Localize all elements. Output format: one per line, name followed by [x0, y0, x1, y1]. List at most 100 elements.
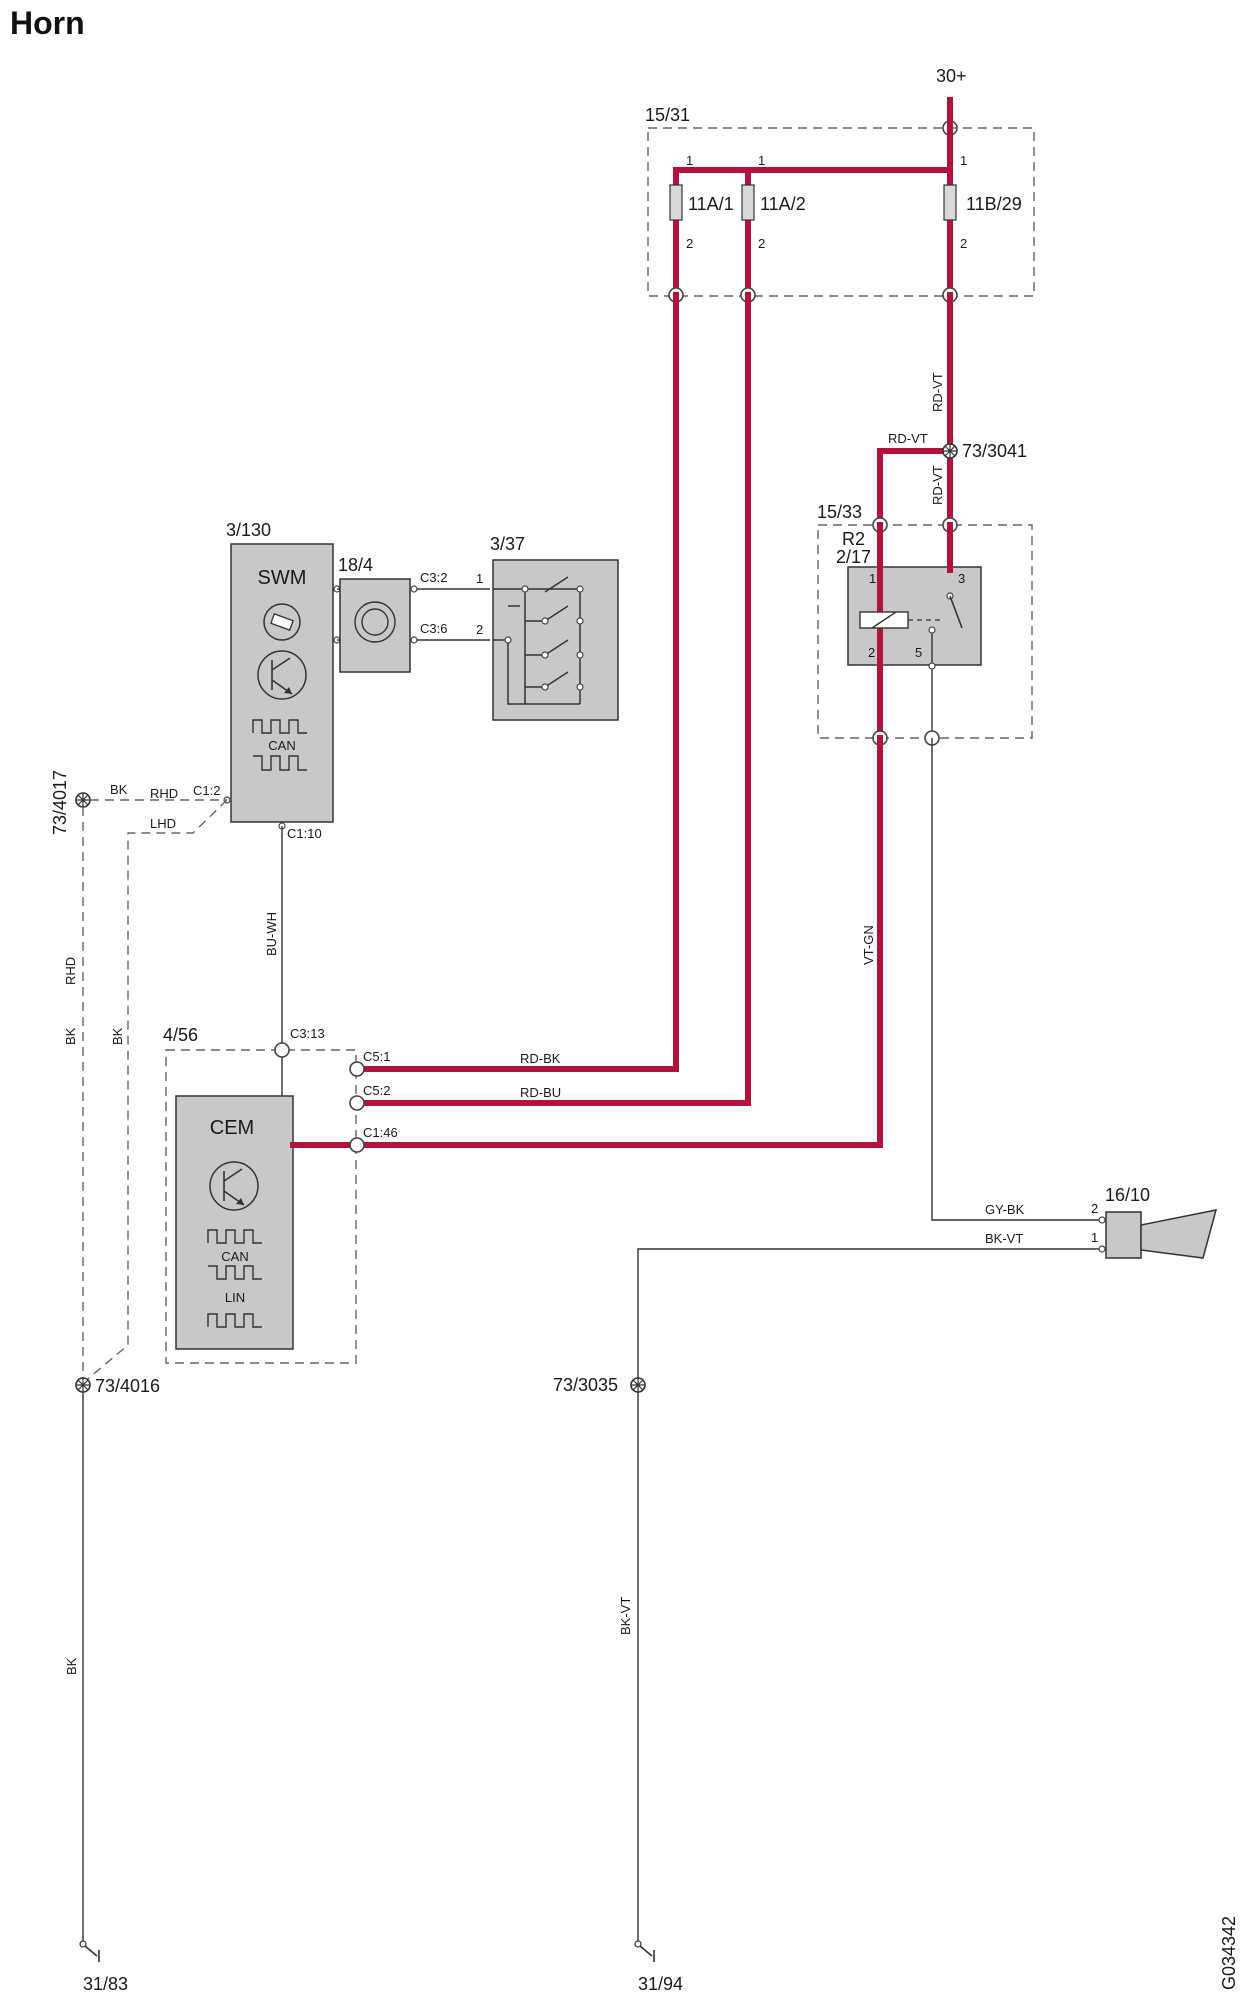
- relay-contact-blade: [949, 595, 963, 629]
- fuse-11a1-pin-out: 2: [686, 236, 693, 251]
- wire-bk-lhd-vertical-label: BK: [110, 1027, 125, 1045]
- clockspring-pin-a: [410, 585, 418, 593]
- clockspring-conn-c3-6: C3:6: [420, 621, 447, 636]
- fuse-11a2-pin-in: 1: [758, 153, 765, 168]
- horn-switch-terminals: [504, 585, 584, 691]
- horn-connector: [1105, 1211, 1142, 1259]
- relay-box-id: 15/33: [817, 502, 862, 522]
- wire-vt-gn-label: VT-GN: [861, 925, 876, 965]
- horn-pin-1-label: 1: [1091, 1230, 1098, 1245]
- wire-bk-vt-h-label: BK-VT: [985, 1231, 1023, 1246]
- horn-switch-pin-1: 1: [476, 571, 483, 586]
- horn-icon: [1140, 1209, 1218, 1259]
- horn-switch-body: [492, 559, 619, 721]
- fuse-11a1-pin-in: 1: [686, 153, 693, 168]
- cem-can-label: CAN: [221, 1249, 248, 1264]
- fuse-11a2-label: 11A/2: [760, 194, 806, 214]
- swm-indicator-icon: [263, 603, 301, 641]
- cem-can-wave-bottom: [208, 1265, 262, 1280]
- cem-conn-c5-2: C5:2: [363, 1083, 390, 1098]
- rd-vt-branch-wire: [877, 448, 953, 527]
- cem-name: CEM: [210, 1117, 254, 1139]
- clockspring-body: [339, 578, 411, 673]
- wire-rd-vt-label-2: RD-VT: [888, 431, 928, 446]
- horn-switch-pin-2: 2: [476, 622, 483, 637]
- cem-box-outline: [165, 1049, 357, 1364]
- relay-pin-5-dot: [928, 626, 936, 634]
- relay-pin-5-terminal: [928, 662, 936, 670]
- ground-31-83-label: 31/83: [83, 1974, 128, 1994]
- relay-pin-5-label: 5: [915, 645, 922, 660]
- cem-terminal-c5-1: [349, 1061, 365, 1077]
- fuse-box-id: 15/31: [645, 105, 690, 125]
- vt-gn-wire: [355, 735, 883, 1148]
- wire-bk-top-label: BK: [110, 782, 128, 797]
- cem-terminal-c3-13: [274, 1042, 290, 1058]
- cem-body: [175, 1095, 294, 1350]
- horn-switch-id: 3/37: [490, 534, 525, 554]
- swm-conn-c1-2: C1:2: [193, 783, 220, 798]
- rd-bk-wire: [355, 292, 679, 1072]
- cem-transistor-icon: [209, 1161, 259, 1211]
- splice-4017-icon: [75, 792, 91, 808]
- swm-name: SWM: [258, 567, 307, 589]
- option-lhd-horizontal: LHD: [150, 816, 176, 831]
- diagram-title: Horn: [10, 5, 85, 41]
- wire-bu-wh-label: BU-WH: [264, 912, 279, 956]
- horn-pin-1-dot: [1098, 1245, 1106, 1253]
- wire-rd-bu-label: RD-BU: [520, 1085, 561, 1100]
- fuse-11b29-label: 11B/29: [966, 194, 1022, 214]
- horn-pin-2-dot: [1098, 1216, 1106, 1224]
- gy-bk-wire: [931, 738, 1101, 1221]
- clockspring-switch-wires: [417, 588, 490, 641]
- figure-id: G034342: [1219, 1916, 1239, 1990]
- clockspring-pin-b: [410, 636, 418, 644]
- swm-id: 3/130: [226, 520, 271, 540]
- swm-can-wave-bottom: [253, 755, 307, 771]
- fuse-11b29: [943, 184, 957, 221]
- splice-4016-icon: [75, 1377, 91, 1393]
- lhd-wire: [82, 799, 228, 1384]
- clockspring-id: 18/4: [338, 555, 373, 575]
- wire-gy-bk-label: GY-BK: [985, 1202, 1025, 1217]
- splice-3041-label: 73/3041: [962, 441, 1027, 461]
- horn-id: 16/10: [1105, 1185, 1150, 1205]
- cem-conn-c1-46: C1:46: [363, 1125, 398, 1140]
- option-rhd-horizontal: RHD: [150, 786, 178, 801]
- relay-pin-1-label: 1: [869, 571, 876, 586]
- supply-label: 30+: [936, 66, 967, 86]
- cem-lin-label: LIN: [225, 1290, 245, 1305]
- swm-transistor-icon: [257, 650, 307, 700]
- relay-coil-diagonal: [871, 611, 897, 629]
- splice-3035-label: 73/3035: [553, 1375, 618, 1395]
- fuse-box-outline: [647, 127, 1035, 297]
- fuse-11b29-pin-out: 2: [960, 236, 967, 251]
- swm-body: [230, 543, 334, 823]
- swm-clockspring-link: [337, 588, 340, 641]
- wire-rd-bk-label: RD-BK: [520, 1051, 561, 1066]
- wire-rd-vt-label-3: RD-VT: [930, 465, 945, 505]
- swm-can-label: CAN: [268, 738, 295, 753]
- ground-31-94-label: 31/94: [638, 1974, 683, 1994]
- fuse-11b29-pin-in: 1: [960, 153, 967, 168]
- ground-31-94-icon: [634, 1940, 655, 1962]
- bk-vt-wire: [637, 1248, 1101, 1385]
- wire-rd-vt-label-1: RD-VT: [930, 372, 945, 412]
- cem-id: 4/56: [163, 1025, 198, 1045]
- fuse-11a2: [741, 184, 755, 221]
- clockspring-icon: [354, 601, 396, 643]
- splice-3035-icon: [630, 1377, 646, 1393]
- wire-bk-vt-v-label: BK-VT: [618, 1597, 633, 1635]
- wire-bk-bottom-label: BK: [64, 1657, 79, 1675]
- cem-terminal-c1-46: [349, 1137, 365, 1153]
- cem-can-wave-top: [207, 1229, 262, 1244]
- cem-conn-c5-1: C5:1: [363, 1049, 390, 1064]
- fuse-11a2-pin-out: 2: [758, 236, 765, 251]
- fuse-11a1: [669, 184, 683, 221]
- fuse-11a1-label: 11A/1: [688, 194, 734, 214]
- swm-can-wave-top: [252, 719, 307, 734]
- cem-lin-wave: [207, 1313, 262, 1328]
- wire-bk-rhd-vertical-label: BK: [63, 1027, 78, 1045]
